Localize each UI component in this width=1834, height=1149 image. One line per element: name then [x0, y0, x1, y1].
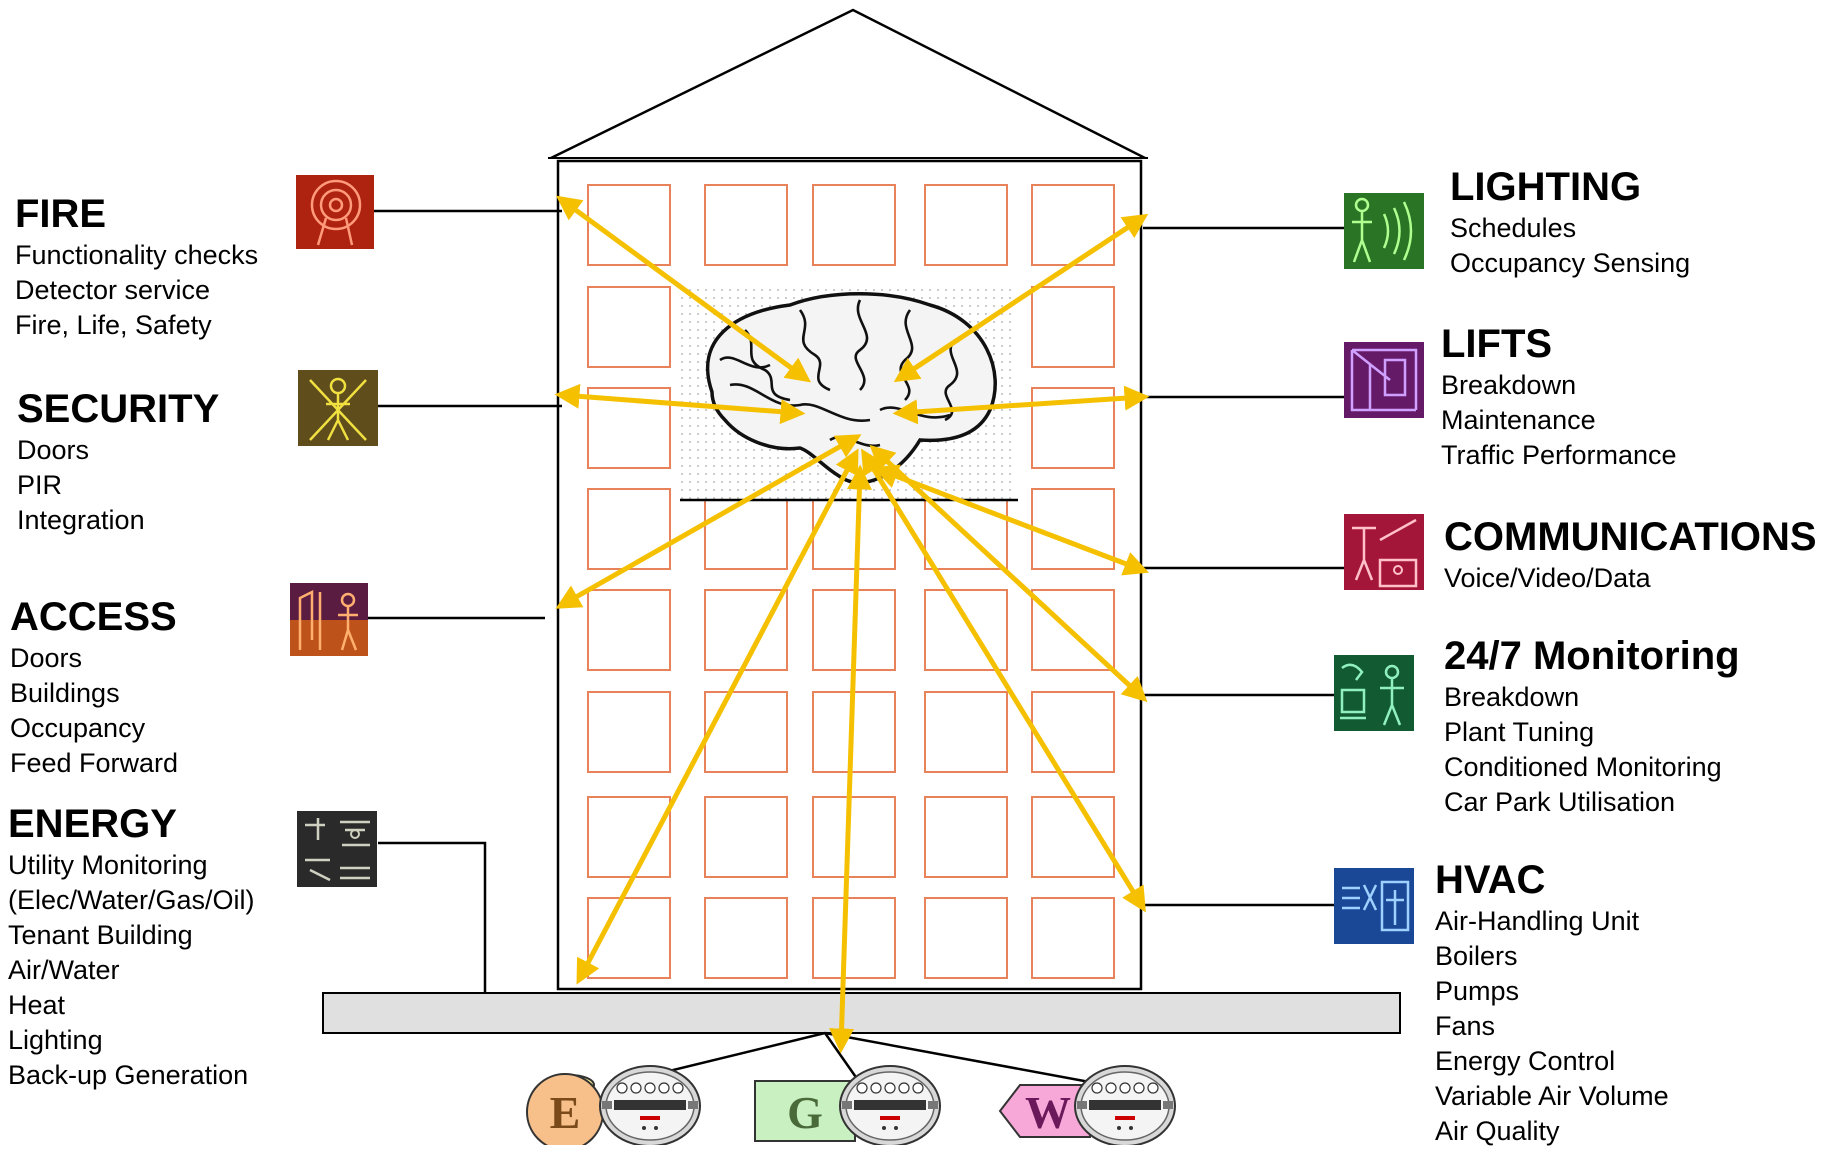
meter-dials — [599, 1065, 1176, 1145]
hvac-item: Boilers — [1435, 941, 1518, 971]
monitoring-section: 24/7 Monitoring Breakdown Plant Tuning C… — [1444, 632, 1740, 820]
communications-icon — [1344, 514, 1424, 590]
lighting-icon — [1344, 193, 1424, 269]
hvac-item: Air-Handling Unit — [1435, 906, 1640, 936]
access-item: Feed Forward — [10, 748, 179, 778]
lighting-section: LIGHTING Schedules Occupancy Sensing — [1450, 163, 1690, 281]
meter-electricity: E — [526, 1073, 604, 1145]
lifts-title: LIFTS — [1441, 322, 1553, 366]
hvac-title: HVAC — [1435, 858, 1546, 902]
arrow — [861, 448, 1146, 913]
energy-section: ENERGY Utility Monitoring (Elec/Water/Ga… — [8, 800, 255, 1093]
monitoring-item: Car Park Utilisation — [1444, 787, 1676, 817]
energy-item: Lighting — [8, 1025, 103, 1055]
hvac-item: Fans — [1435, 1011, 1496, 1041]
monitoring-title: 24/7 Monitoring — [1444, 634, 1740, 678]
hvac-icon — [1334, 868, 1414, 944]
roof — [550, 8, 1146, 160]
fire-section: FIRE Functionality checks Detector servi… — [15, 190, 258, 343]
energy-title: ENERGY — [8, 802, 177, 846]
hvac-item: Pumps — [1435, 976, 1520, 1006]
meter-gas: G — [754, 1080, 856, 1142]
meter-water: W — [998, 1084, 1091, 1138]
fire-icon — [296, 175, 374, 249]
energy-item: Utility Monitoring — [8, 850, 208, 880]
lighting-title: LIGHTING — [1450, 165, 1642, 209]
energy-icon — [297, 811, 377, 887]
fire-item: Detector service — [15, 275, 211, 305]
fire-title: FIRE — [15, 192, 107, 236]
energy-item: Tenant Building — [8, 920, 193, 950]
arrow — [576, 448, 859, 985]
lighting-item: Schedules — [1450, 213, 1577, 243]
access-section: ACCESS Doors Buildings Occupancy Feed Fo… — [10, 593, 178, 781]
lifts-item: Breakdown — [1441, 370, 1577, 400]
arrow — [829, 464, 872, 1054]
access-item: Doors — [10, 643, 83, 673]
energy-item: Back-up Generation — [8, 1060, 249, 1090]
lifts-icon — [1344, 342, 1424, 418]
lighting-item: Occupancy Sensing — [1450, 248, 1691, 278]
arrow — [892, 385, 1150, 425]
monitoring-icon — [1334, 655, 1414, 731]
meter-letter-g: G — [787, 1087, 823, 1138]
meter-letter-w: W — [1025, 1087, 1071, 1138]
monitoring-item: Breakdown — [1444, 682, 1580, 712]
lifts-section: LIFTS Breakdown Maintenance Traffic Perf… — [1441, 320, 1677, 473]
communications-title: COMMUNICATIONS — [1444, 515, 1817, 559]
meter-dial — [1074, 1065, 1176, 1145]
security-item: Integration — [17, 505, 145, 535]
arrow — [555, 195, 812, 383]
energy-item: Heat — [8, 990, 66, 1020]
fire-item: Fire, Life, Safety — [15, 310, 212, 340]
monitoring-item: Conditioned Monitoring — [1444, 752, 1722, 782]
access-title: ACCESS — [10, 595, 177, 639]
security-item: PIR — [17, 470, 63, 500]
lifts-item: Maintenance — [1441, 405, 1596, 435]
access-icon — [290, 583, 368, 656]
meter-letter-e: E — [550, 1087, 581, 1138]
communications-item: Voice/Video/Data — [1444, 563, 1651, 593]
lifts-item: Traffic Performance — [1441, 440, 1677, 470]
arrows — [554, 195, 1150, 1054]
arrow — [893, 213, 1149, 383]
energy-item: (Elec/Water/Gas/Oil) — [8, 885, 255, 915]
hvac-item: Energy Control — [1435, 1046, 1616, 1076]
monitoring-item: Plant Tuning — [1444, 717, 1595, 747]
fire-item: Functionality checks — [15, 240, 259, 270]
hvac-item: Variable Air Volume — [1435, 1081, 1669, 1111]
access-item: Buildings — [10, 678, 120, 708]
meter-dial — [839, 1065, 941, 1145]
communications-section: COMMUNICATIONS Voice/Video/Data — [1444, 513, 1817, 596]
meter-dial — [599, 1065, 701, 1145]
arrow — [554, 383, 806, 425]
security-section: SECURITY Doors PIR Integration — [17, 385, 219, 538]
energy-item: Air/Water — [8, 955, 120, 985]
building-body — [556, 159, 1143, 991]
base-platform — [322, 992, 1401, 1034]
access-item: Occupancy — [10, 713, 146, 743]
security-title: SECURITY — [17, 387, 220, 431]
hvac-item: Air Quality — [1435, 1116, 1560, 1146]
security-icon — [298, 370, 378, 446]
hvac-section: HVAC Air-Handling Unit Boilers Pumps Fan… — [1435, 856, 1669, 1149]
security-item: Doors — [17, 435, 90, 465]
